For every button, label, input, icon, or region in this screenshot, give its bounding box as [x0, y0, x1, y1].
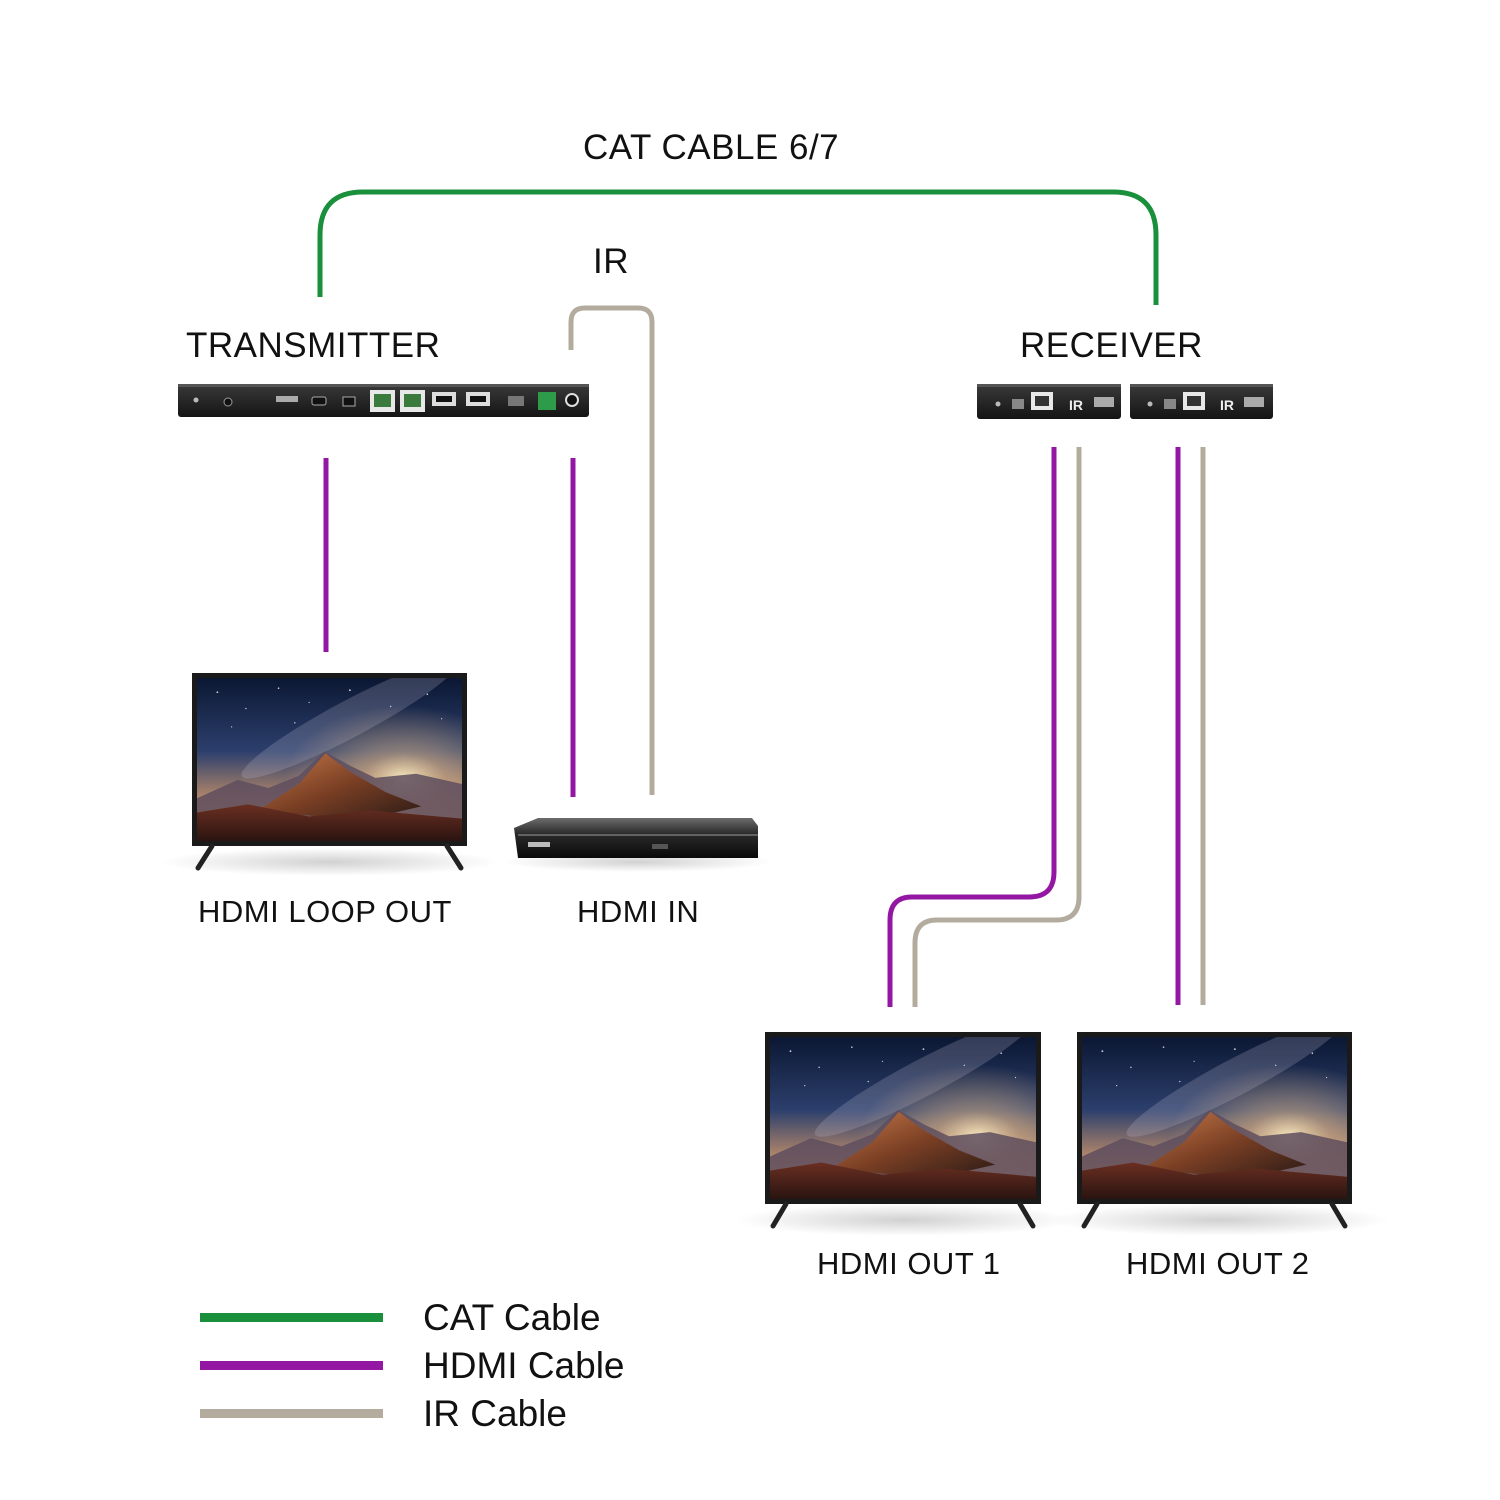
legend-label-ir: IR Cable	[423, 1393, 567, 1434]
legend-swatch-ir	[200, 1409, 383, 1418]
hdmi-cable-out-1	[887, 447, 1057, 1007]
legend-swatch-cat	[200, 1313, 383, 1322]
ir-cable-transmitter	[568, 305, 655, 795]
transmitter-label: TRANSMITTER	[186, 326, 441, 365]
receiver-device-2: IR	[1130, 384, 1273, 419]
legend-swatch-hdmi	[200, 1361, 383, 1370]
svg-text:IR: IR	[1069, 397, 1083, 413]
ir-cable-out-1	[912, 447, 1082, 1007]
hdmi-loop-out-label: HDMI LOOP OUT	[198, 894, 452, 929]
dvd-player	[503, 818, 773, 872]
hdmi-out-2-label: HDMI OUT 2	[1126, 1246, 1310, 1281]
receiver-label: RECEIVER	[1020, 326, 1203, 365]
tv-hdmi-out-1	[735, 1032, 1075, 1236]
transmitter-device	[178, 384, 589, 417]
tv-hdmi-out-2	[1050, 1032, 1390, 1236]
legend-label-cat: CAT Cable	[423, 1297, 601, 1338]
hdmi-in-label: HDMI IN	[577, 894, 700, 929]
cat-cable-line	[317, 189, 1159, 305]
legend-swatches	[200, 1313, 383, 1418]
tv-loop-out	[160, 673, 500, 876]
receiver-device-1: IR	[977, 384, 1121, 419]
hdmi-out-1-label: HDMI OUT 1	[817, 1246, 1001, 1281]
ir-label: IR	[593, 242, 629, 281]
cat-cable-label: CAT CABLE 6/7	[583, 128, 840, 167]
svg-text:IR: IR	[1220, 397, 1234, 413]
legend-label-hdmi: HDMI Cable	[423, 1345, 625, 1386]
